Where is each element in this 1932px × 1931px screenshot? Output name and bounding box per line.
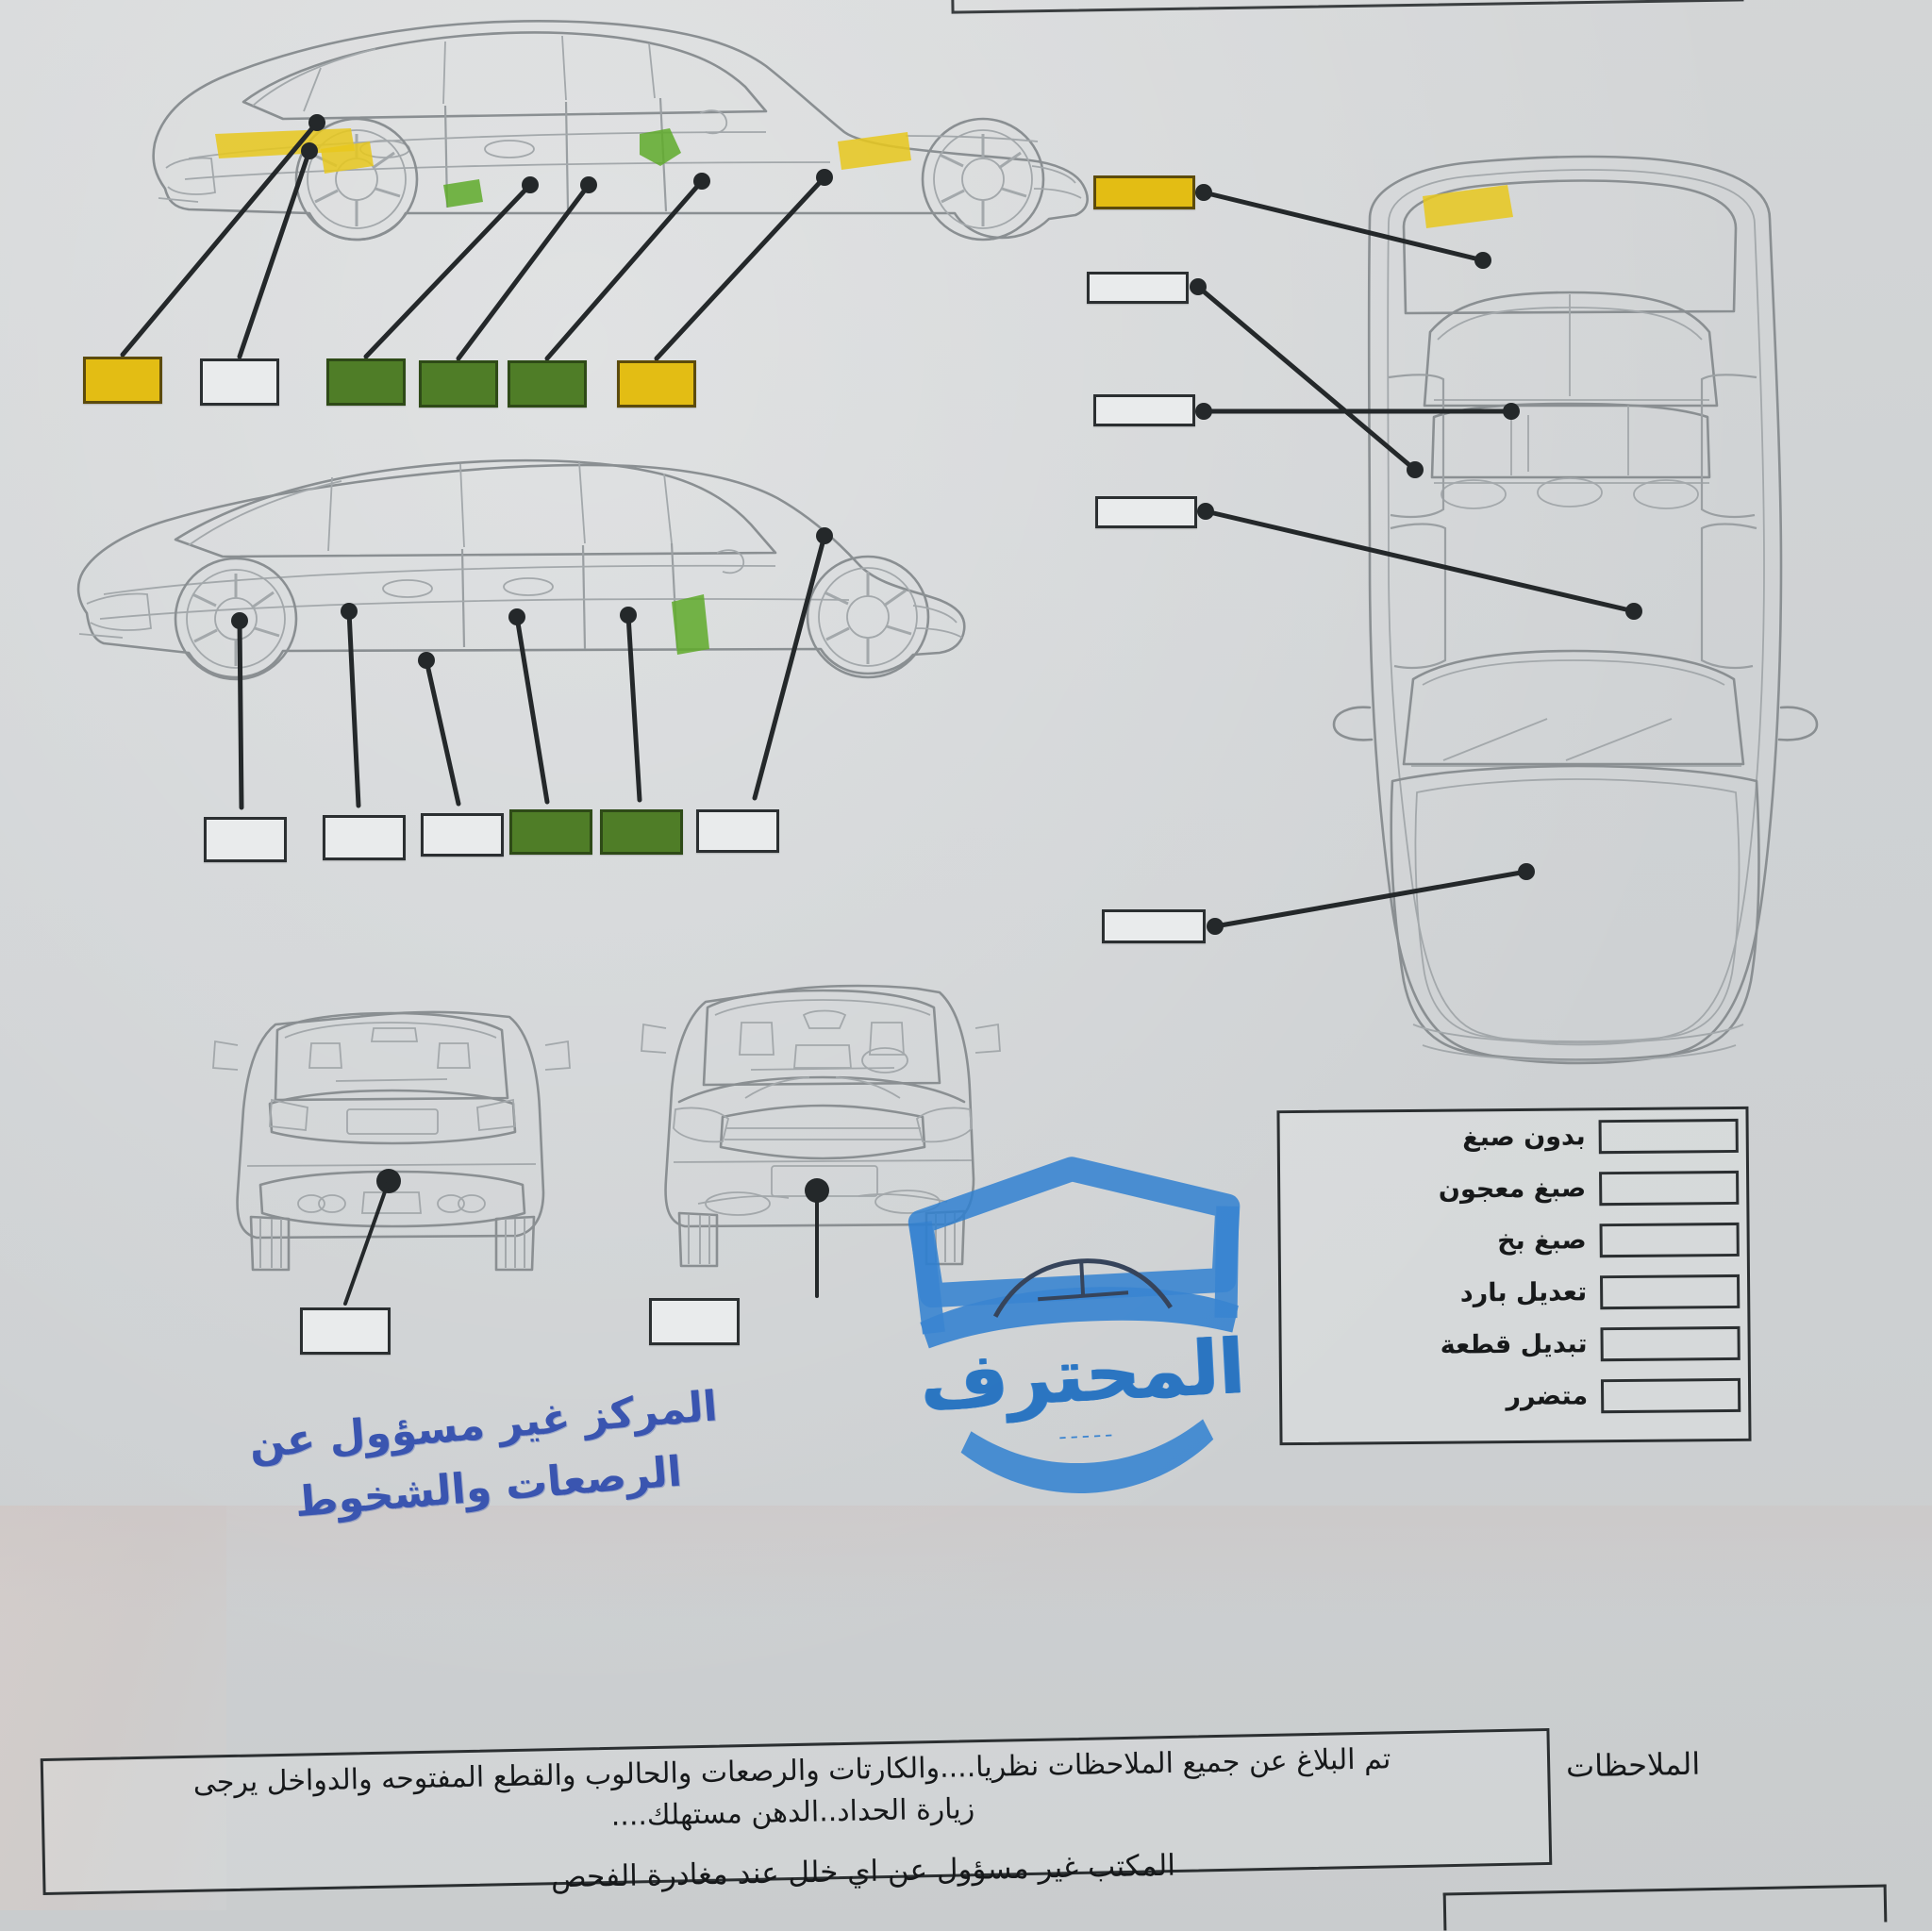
- marker-box-left-side-bottom-row-5[interactable]: [600, 809, 683, 855]
- marker-box-front-rear-row-1[interactable]: [300, 1307, 391, 1355]
- legend-swatch-putty-paint: [1599, 1170, 1740, 1206]
- marker-box-left-side-bottom-row-2[interactable]: [323, 815, 406, 860]
- marker-box-left-side-top-row-4[interactable]: [419, 360, 498, 408]
- marker-box-top-view-column-4[interactable]: [1095, 496, 1197, 528]
- stamp-text: المحترف: [918, 1322, 1247, 1427]
- marker-box-top-view-column-3[interactable]: [1093, 394, 1195, 426]
- marker-box-left-side-top-row-6[interactable]: [617, 360, 696, 408]
- legend-item[interactable]: صبغ بخ: [1280, 1213, 1746, 1269]
- notes-label: الملاحظات: [1565, 1745, 1701, 1785]
- legend-label: تبديل قطعة: [1440, 1329, 1588, 1360]
- color-legend: بدون صبغ صبغ معجون صبغ بخ تعديل بارد تبد…: [1276, 1106, 1752, 1446]
- legend-label: متضرر: [1506, 1381, 1589, 1412]
- marker-box-left-side-bottom-row-6[interactable]: [696, 809, 779, 853]
- marker-box-top-view-column-2[interactable]: [1087, 272, 1189, 304]
- legend-swatch-part-replaced: [1600, 1325, 1740, 1361]
- legend-swatch-spray-paint: [1599, 1222, 1740, 1257]
- legend-swatch-damaged: [1600, 1377, 1741, 1413]
- legend-item[interactable]: بدون صبغ: [1279, 1109, 1745, 1165]
- marker-box-left-side-bottom-row-3[interactable]: [421, 813, 504, 857]
- legend-item[interactable]: متضرر: [1282, 1369, 1748, 1424]
- marker-box-left-side-top-row-3[interactable]: [326, 358, 406, 406]
- paper-fold-shadow: [0, 1506, 1932, 1619]
- legend-swatch-no-paint: [1598, 1118, 1739, 1154]
- marker-box-front-rear-row-2[interactable]: [649, 1298, 740, 1345]
- company-stamp: المحترف ـ ـ ـ ـ ـ: [896, 1138, 1264, 1523]
- bottom-cropped-field-box: [1442, 1884, 1888, 1931]
- legend-item[interactable]: صبغ معجون: [1280, 1161, 1746, 1217]
- marker-box-top-view-column-5[interactable]: [1102, 909, 1206, 943]
- marker-box-left-side-top-row-2[interactable]: [200, 358, 279, 406]
- legend-label: بدون صبغ: [1462, 1122, 1586, 1153]
- legend-label: تعديل بارد: [1459, 1277, 1588, 1308]
- stamp-shield-icon: [908, 1157, 1241, 1493]
- marker-box-left-side-bottom-row-4[interactable]: [509, 809, 592, 855]
- marker-box-left-side-bottom-row-1[interactable]: [204, 817, 287, 862]
- legend-label: صبغ بخ: [1496, 1225, 1587, 1257]
- legend-item[interactable]: تعديل بارد: [1281, 1265, 1747, 1321]
- legend-item[interactable]: تبديل قطعة: [1281, 1317, 1747, 1373]
- marker-box-left-side-top-row-5[interactable]: [508, 360, 587, 408]
- legend-label: صبغ معجون: [1438, 1174, 1587, 1205]
- marker-box-top-view-column-1[interactable]: [1093, 175, 1195, 209]
- legend-swatch-cold-adjustment: [1599, 1273, 1740, 1309]
- marker-box-left-side-top-row-1[interactable]: [83, 357, 162, 404]
